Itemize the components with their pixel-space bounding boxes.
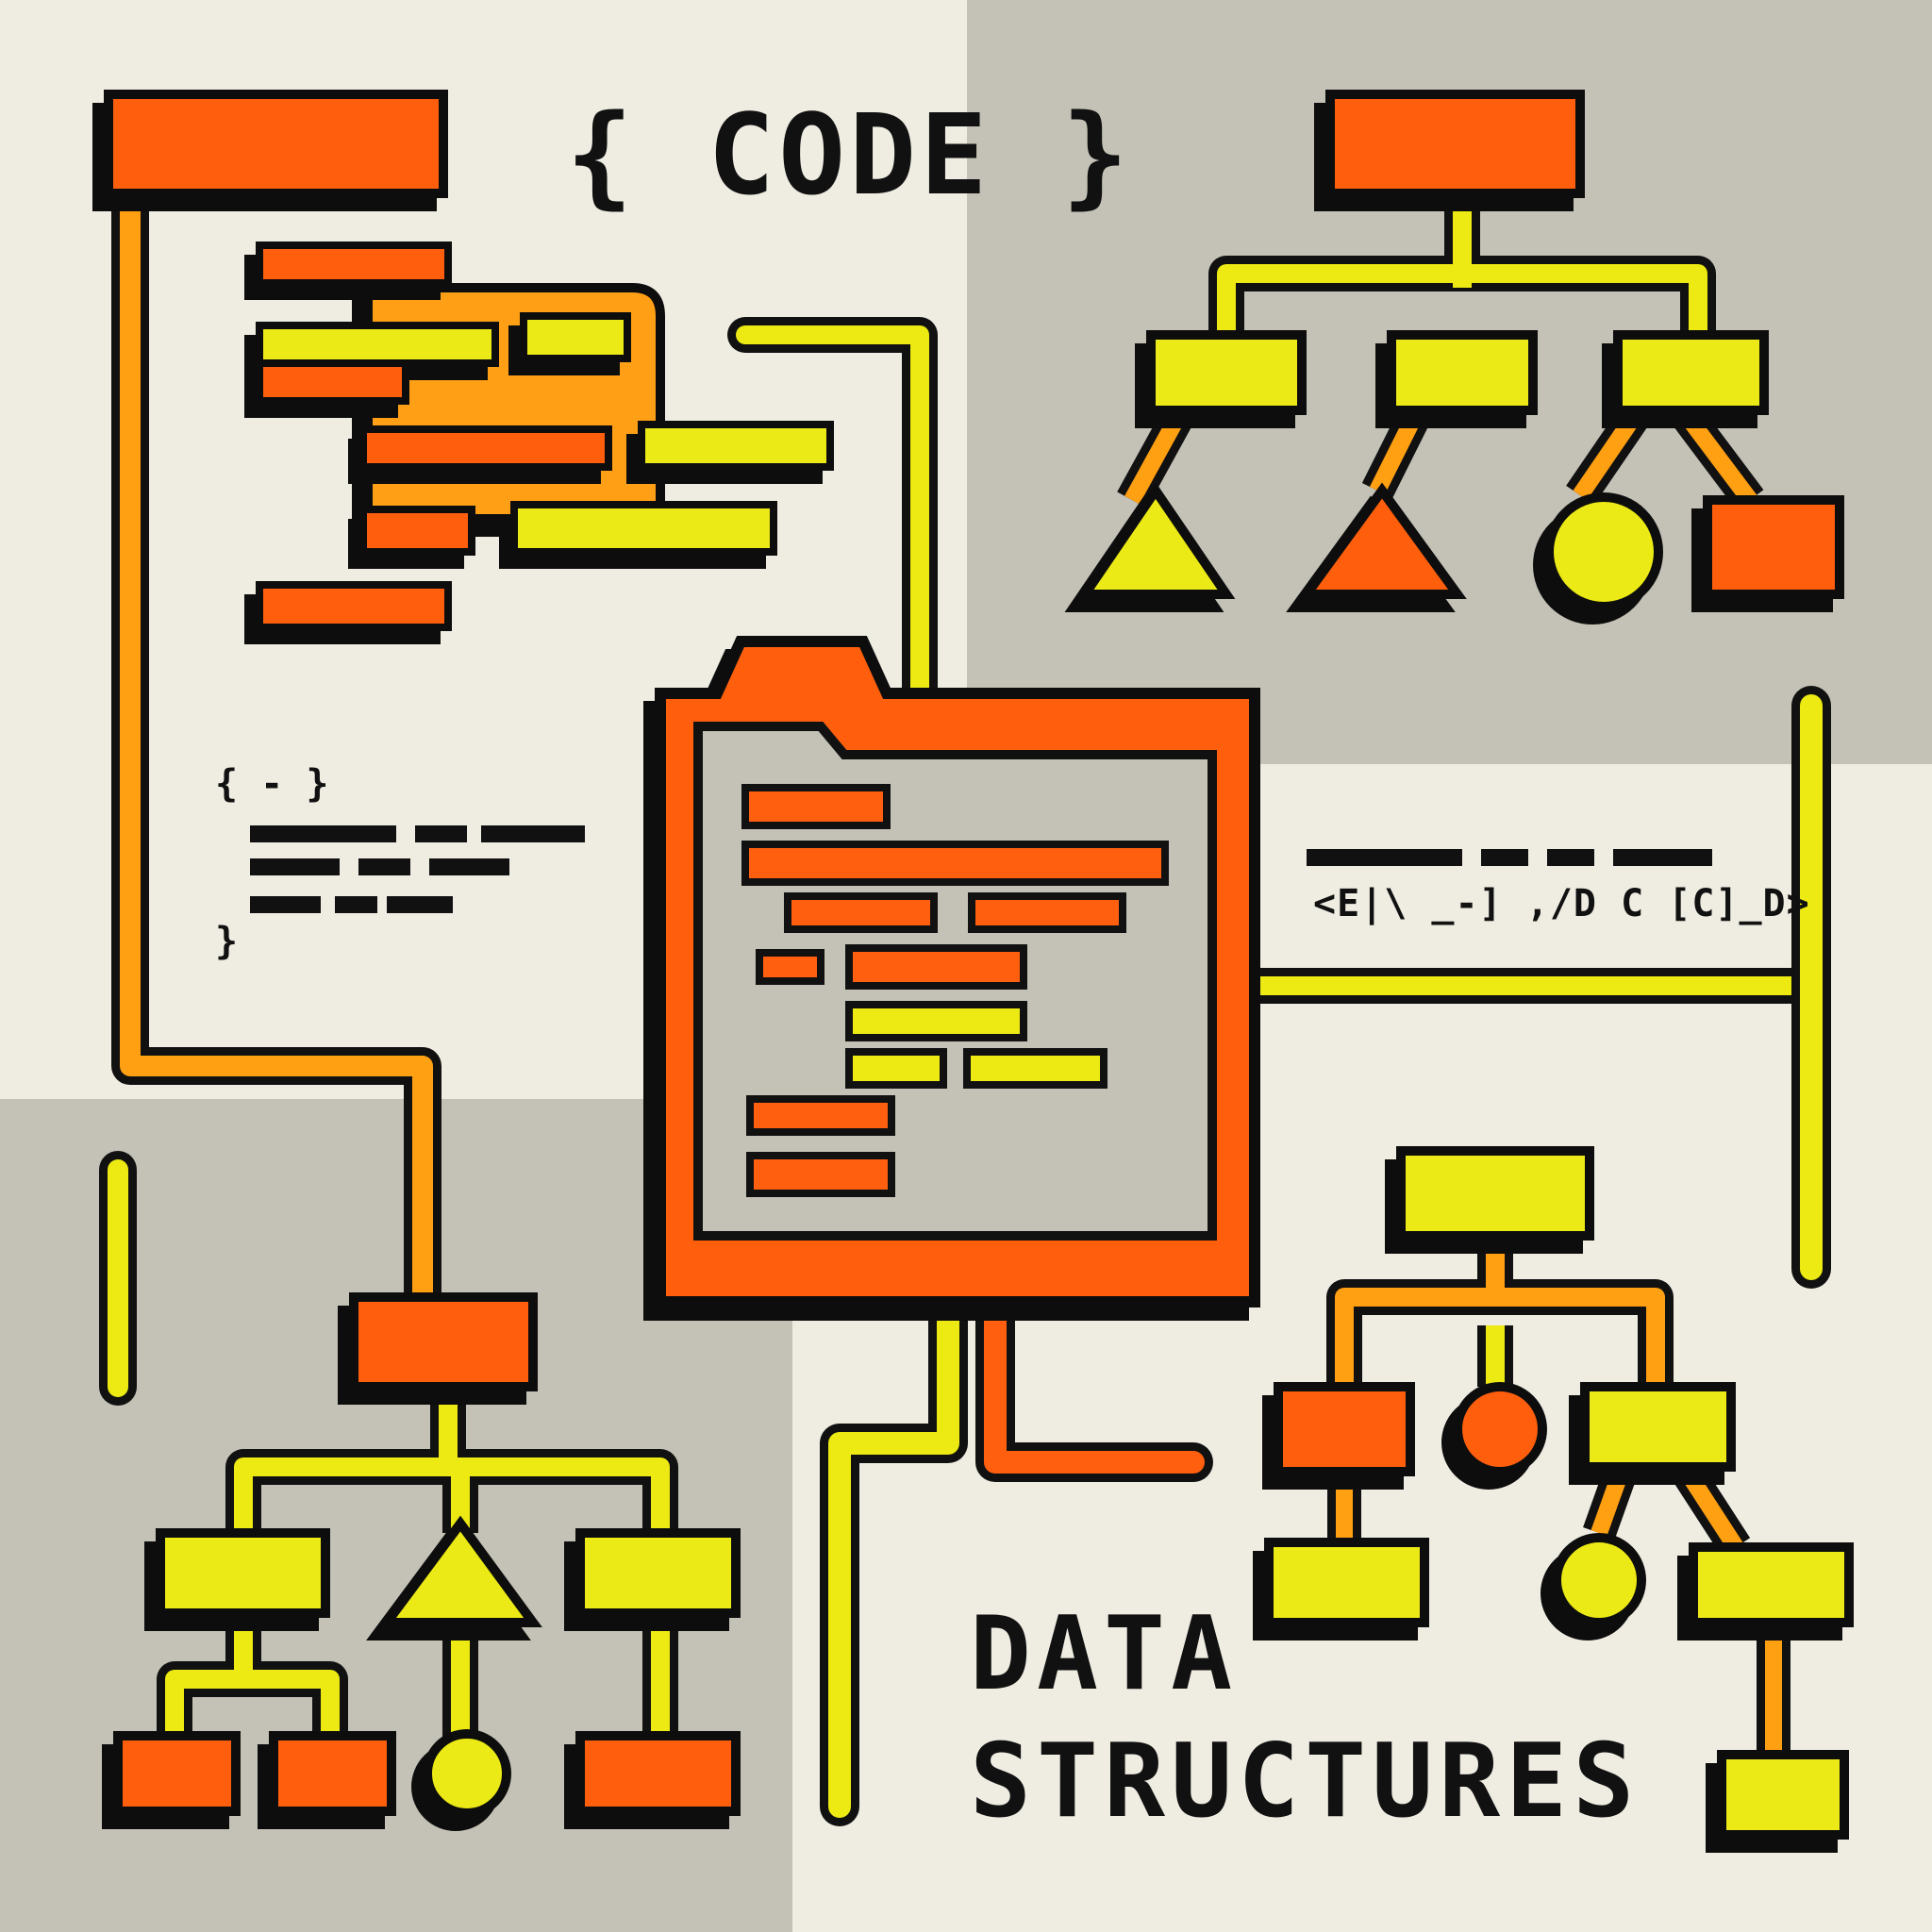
caption-lines <box>1307 849 1712 866</box>
footer-title-line1: DATA <box>970 1595 1239 1713</box>
code-snippet-lines <box>250 825 585 913</box>
tree-diagram-icon <box>113 1292 741 1818</box>
caption-text: <E|\ _-] ,/D C [C]_D> <box>1313 882 1810 925</box>
code-header-block <box>104 90 448 198</box>
tree-bottom-right-nodes <box>1264 1146 1854 1840</box>
flowchart-icon <box>1264 1146 1854 1840</box>
tree-top-right-nodes <box>1075 90 1844 611</box>
footer-title-line2: STRUCTURES <box>970 1723 1641 1840</box>
connector-lines <box>99 175 1831 1826</box>
folder-contents <box>741 784 1169 1197</box>
tree-bottom-left-nodes <box>113 1292 741 1818</box>
code-lines <box>256 242 834 631</box>
code-snippet-close-brace: } <box>215 920 239 963</box>
code-block-icon <box>104 90 834 631</box>
tree-diagram-icon <box>1075 90 1844 611</box>
page-title: { CODE } <box>566 90 1133 220</box>
folder-icon <box>655 636 1260 1307</box>
tree-top-right-edges <box>1117 189 1764 510</box>
code-snippet-open-brace: { - } <box>215 762 329 806</box>
